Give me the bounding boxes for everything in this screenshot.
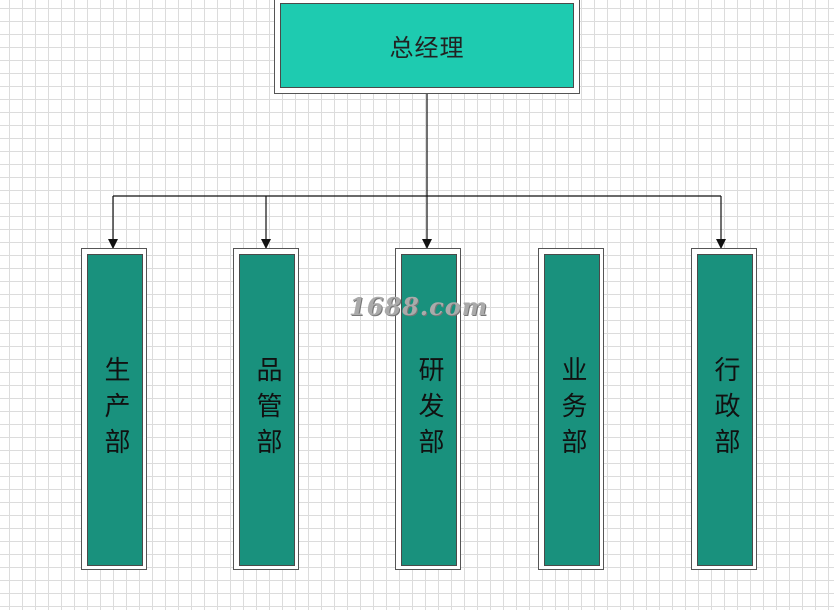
general-manager-node[interactable]: 总经理 bbox=[274, 0, 580, 94]
dept-node-quality[interactable]: 品管部 bbox=[233, 248, 299, 570]
dept-node-rnd[interactable]: 研发部 bbox=[395, 248, 461, 570]
dept-label-rnd: 研发部 bbox=[414, 356, 444, 464]
general-manager-box: 总经理 bbox=[280, 3, 574, 88]
dept-node-production[interactable]: 生产部 bbox=[81, 248, 147, 570]
dept-node-sales[interactable]: 业务部 bbox=[538, 248, 604, 570]
dept-box-production: 生产部 bbox=[87, 254, 143, 566]
dept-label-quality: 品管部 bbox=[252, 356, 282, 464]
dept-box-sales: 业务部 bbox=[544, 254, 600, 566]
dept-label-sales: 业务部 bbox=[557, 356, 587, 464]
watermark-logo: 1688.com bbox=[349, 292, 489, 321]
dept-node-admin[interactable]: 行政部 bbox=[691, 248, 757, 570]
dept-box-rnd: 研发部 bbox=[401, 254, 457, 566]
general-manager-label: 总经理 bbox=[389, 34, 465, 62]
dept-box-admin: 行政部 bbox=[697, 254, 753, 566]
dept-label-production: 生产部 bbox=[100, 356, 130, 464]
dept-box-quality: 品管部 bbox=[239, 254, 295, 566]
dept-label-admin: 行政部 bbox=[710, 356, 740, 464]
